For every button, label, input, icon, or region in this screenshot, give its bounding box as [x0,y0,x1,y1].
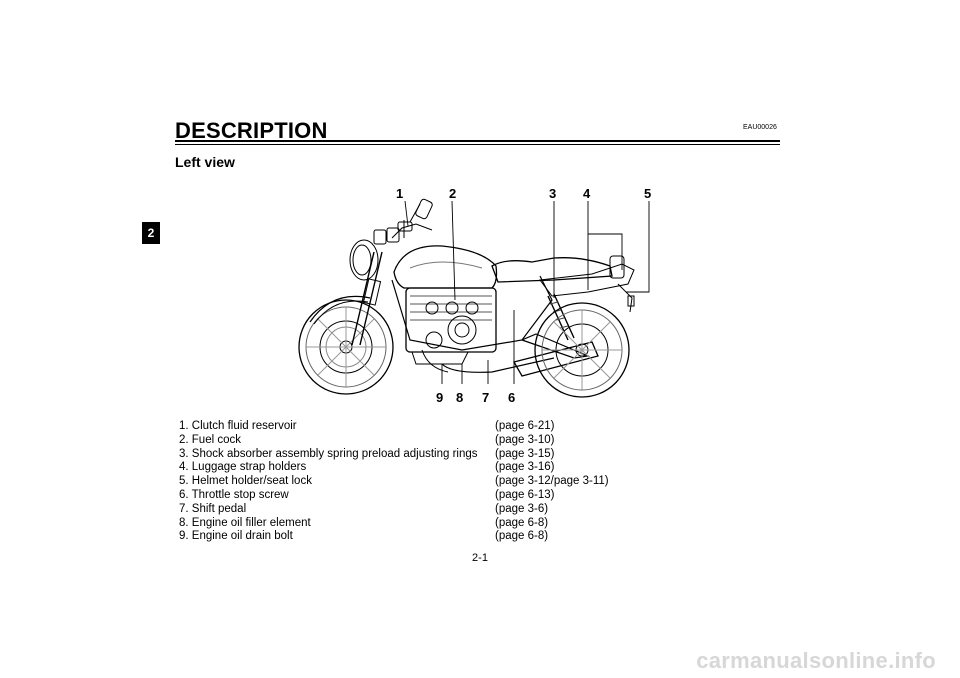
parts-list-item: 6. Throttle stop screw (page 6-13) [179,489,649,503]
parts-list-item: 3. Shock absorber assembly spring preloa… [179,448,649,462]
callout-7: 7 [482,390,489,405]
watermark: carmanualsonline.info [696,648,936,673]
part-page-ref: (page 6-8) [495,516,549,529]
headlight [349,227,400,281]
callout-3: 3 [549,186,556,201]
callout-9: 9 [436,390,443,405]
callout-8: 8 [456,390,463,405]
parts-list-item: 8. Engine oil filler element (page 6-8) [179,517,649,531]
document-code: EAU00026 [743,124,777,131]
part-page-ref: (page 3-6) [495,502,549,515]
section-heading: Left view [175,154,235,170]
parts-list-item: 5. Helmet holder/seat lock (page 3-12/pa… [179,475,649,489]
rear-wheel [534,302,630,398]
part-name: 7. Shift pedal [179,502,247,515]
part-name: 6. Throttle stop screw [179,488,289,501]
parts-list-item: 4. Luggage strap holders (page 3-16) [179,461,649,475]
callout-6: 6 [508,390,515,405]
part-page-ref: (page 6-13) [495,488,555,501]
part-name: 3. Shock absorber assembly spring preloa… [179,447,478,460]
part-name: 9. Engine oil drain bolt [179,530,293,543]
motorcycle-left-view-figure: 1 2 3 4 5 9 8 7 6 [292,180,672,408]
parts-list-item: 2. Fuel cock (page 3-10) [179,434,649,448]
parts-list-item: 7. Shift pedal (page 3-6) [179,503,649,517]
parts-list: 1. Clutch fluid reservoir (page 6-21) 2.… [179,420,649,544]
part-name: 5. Helmet holder/seat lock [179,475,312,488]
title-rule [175,140,780,142]
part-page-ref: (page 3-15) [495,447,555,460]
title-rule-thin [175,144,780,145]
part-name: 8. Engine oil filler element [179,516,311,529]
part-page-ref: (page 6-21) [495,420,555,432]
part-page-ref: (page 3-16) [495,461,555,474]
chapter-tab: 2 [142,222,160,244]
part-name: 1. Clutch fluid reservoir [179,420,297,432]
front-wheel [298,299,394,395]
engine [405,287,497,365]
callout-5: 5 [644,186,651,201]
callout-1: 1 [396,186,403,201]
part-page-ref: (page 3-10) [495,433,555,446]
parts-list-item: 9. Engine oil drain bolt (page 6-8) [179,530,649,544]
fuel-tank [393,245,498,289]
seat [491,255,635,297]
part-name: 4. Luggage strap holders [179,461,307,474]
exhaust [421,341,599,377]
page-number: 2-1 [472,552,488,564]
part-page-ref: (page 3-12/page 3-11) [495,475,609,488]
part-page-ref: (page 6-8) [495,530,549,543]
callout-4: 4 [583,186,591,201]
page-title: DESCRIPTION [175,118,328,143]
callout-2: 2 [449,186,456,201]
parts-list-item: 1. Clutch fluid reservoir (page 6-21) [179,420,649,434]
part-name: 2. Fuel cock [179,433,241,446]
handlebar [391,198,433,239]
callout-leaders [404,200,650,384]
